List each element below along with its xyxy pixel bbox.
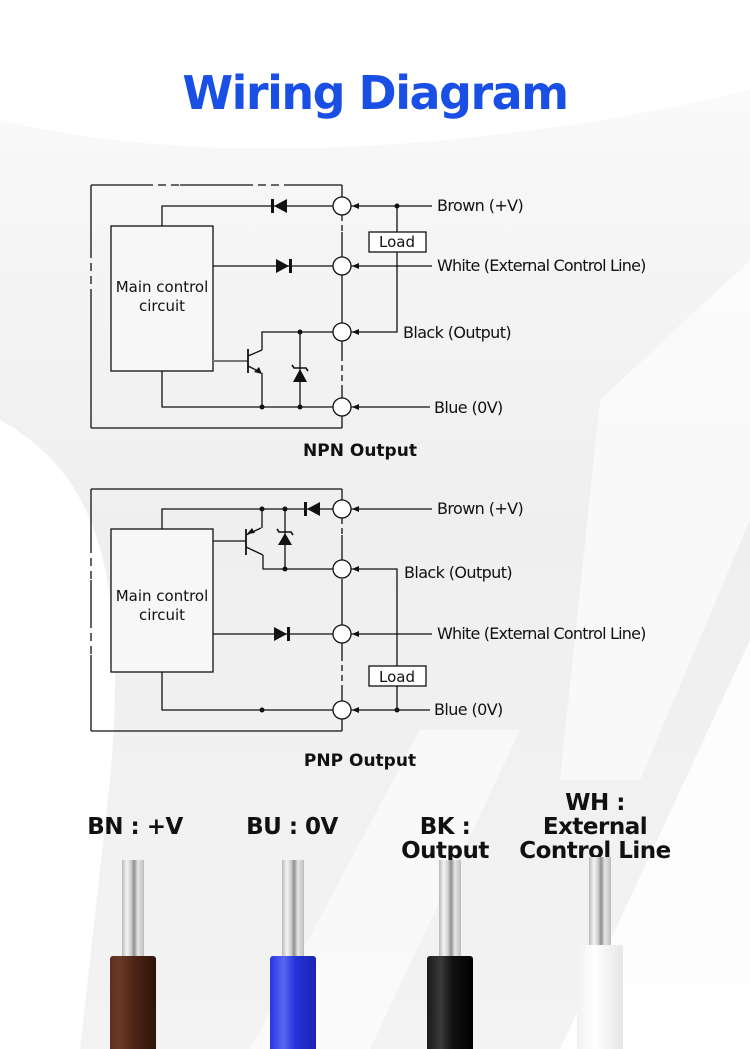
wire-label-black: BK : Output: [375, 815, 515, 863]
npn-terminal-label-black: Black (Output): [403, 323, 511, 342]
pnp-terminal-brown: [332, 499, 352, 519]
npn-load-box: [368, 231, 427, 253]
wire-brown-core: [122, 860, 144, 960]
pnp-terminal-label-blue: Blue (0V): [434, 700, 503, 719]
pnp-load-box: [368, 665, 427, 687]
wire-blue-core: [282, 860, 304, 960]
wire-label-white: WH : External Control Line: [515, 791, 675, 863]
pnp-caption: PNP Output: [303, 751, 417, 771]
wire-white-jacket: [577, 945, 623, 1049]
npn-wiring-diagram: Main control circuit Load Brown (+V) Whi…: [90, 184, 646, 429]
pnp-wiring-diagram: Main control circuit Load Brown (+V) Bla…: [90, 488, 646, 732]
npn-circuit-label-1: Main control: [116, 278, 209, 296]
wire-label-brown: BN : +V: [80, 815, 190, 839]
npn-transistor-arrow-icon: [254, 367, 262, 374]
pnp-terminal-blue: [332, 700, 352, 720]
wire-black: [427, 860, 473, 1049]
wire-label-brown-text: BN : +V: [87, 814, 183, 840]
wire-label-white-line1: WH : External: [542, 790, 648, 840]
wire-white-core: [589, 857, 611, 949]
npn-terminal-label-white: White (External Control Line): [437, 256, 646, 275]
pnp-terminal-label-black: Black (Output): [404, 563, 512, 582]
npn-terminal-label-brown: Brown (+V): [437, 196, 523, 215]
wire-label-blue: BU : 0V: [237, 815, 347, 839]
pnp-housing-outline: [90, 488, 343, 732]
npn-terminal-black: [332, 322, 352, 342]
npn-load-label: Load: [379, 233, 415, 251]
pnp-white-diode-icon: [274, 627, 287, 641]
pnp-terminal-white: [332, 624, 352, 644]
pnp-transistor-arrow-icon: [247, 528, 255, 534]
pnp-circuit-label-1: Main control: [116, 587, 209, 605]
wire-blue: [270, 860, 316, 1049]
pnp-terminal-label-brown: Brown (+V): [437, 499, 523, 518]
npn-terminal-white: [332, 256, 352, 276]
wire-label-blue-text: BU : 0V: [246, 814, 338, 840]
npn-brown-diode-icon: [274, 199, 287, 213]
pnp-circuit-label-2: circuit: [139, 606, 185, 624]
wire-label-black-text: BK : Output: [401, 814, 489, 864]
wire-white: [577, 857, 623, 1049]
wire-black-core: [439, 860, 461, 960]
npn-terminal-blue: [332, 397, 352, 417]
page-title: Wiring Diagram: [182, 66, 569, 120]
npn-terminal-brown: [332, 196, 352, 216]
wire-blue-jacket: [270, 956, 316, 1049]
pnp-terminal-label-white: White (External Control Line): [437, 624, 646, 643]
wire-brown: [110, 860, 156, 1049]
npn-terminal-label-blue: Blue (0V): [434, 398, 503, 417]
wire-black-jacket: [427, 956, 473, 1049]
npn-zener-diode-icon: [293, 369, 307, 382]
npn-circuit-label-2: circuit: [139, 297, 185, 315]
pnp-load-label: Load: [379, 668, 415, 686]
pnp-main-control-box: [110, 528, 214, 673]
npn-caption: NPN Output: [303, 441, 417, 461]
pnp-zener-diode-icon: [278, 533, 292, 545]
npn-housing-outline: [90, 184, 343, 429]
npn-main-control-box: [110, 225, 214, 372]
npn-white-diode-icon: [276, 259, 289, 273]
pnp-terminal-black: [332, 559, 352, 579]
wire-brown-jacket: [110, 956, 156, 1049]
pnp-brown-diode-icon: [307, 502, 320, 516]
